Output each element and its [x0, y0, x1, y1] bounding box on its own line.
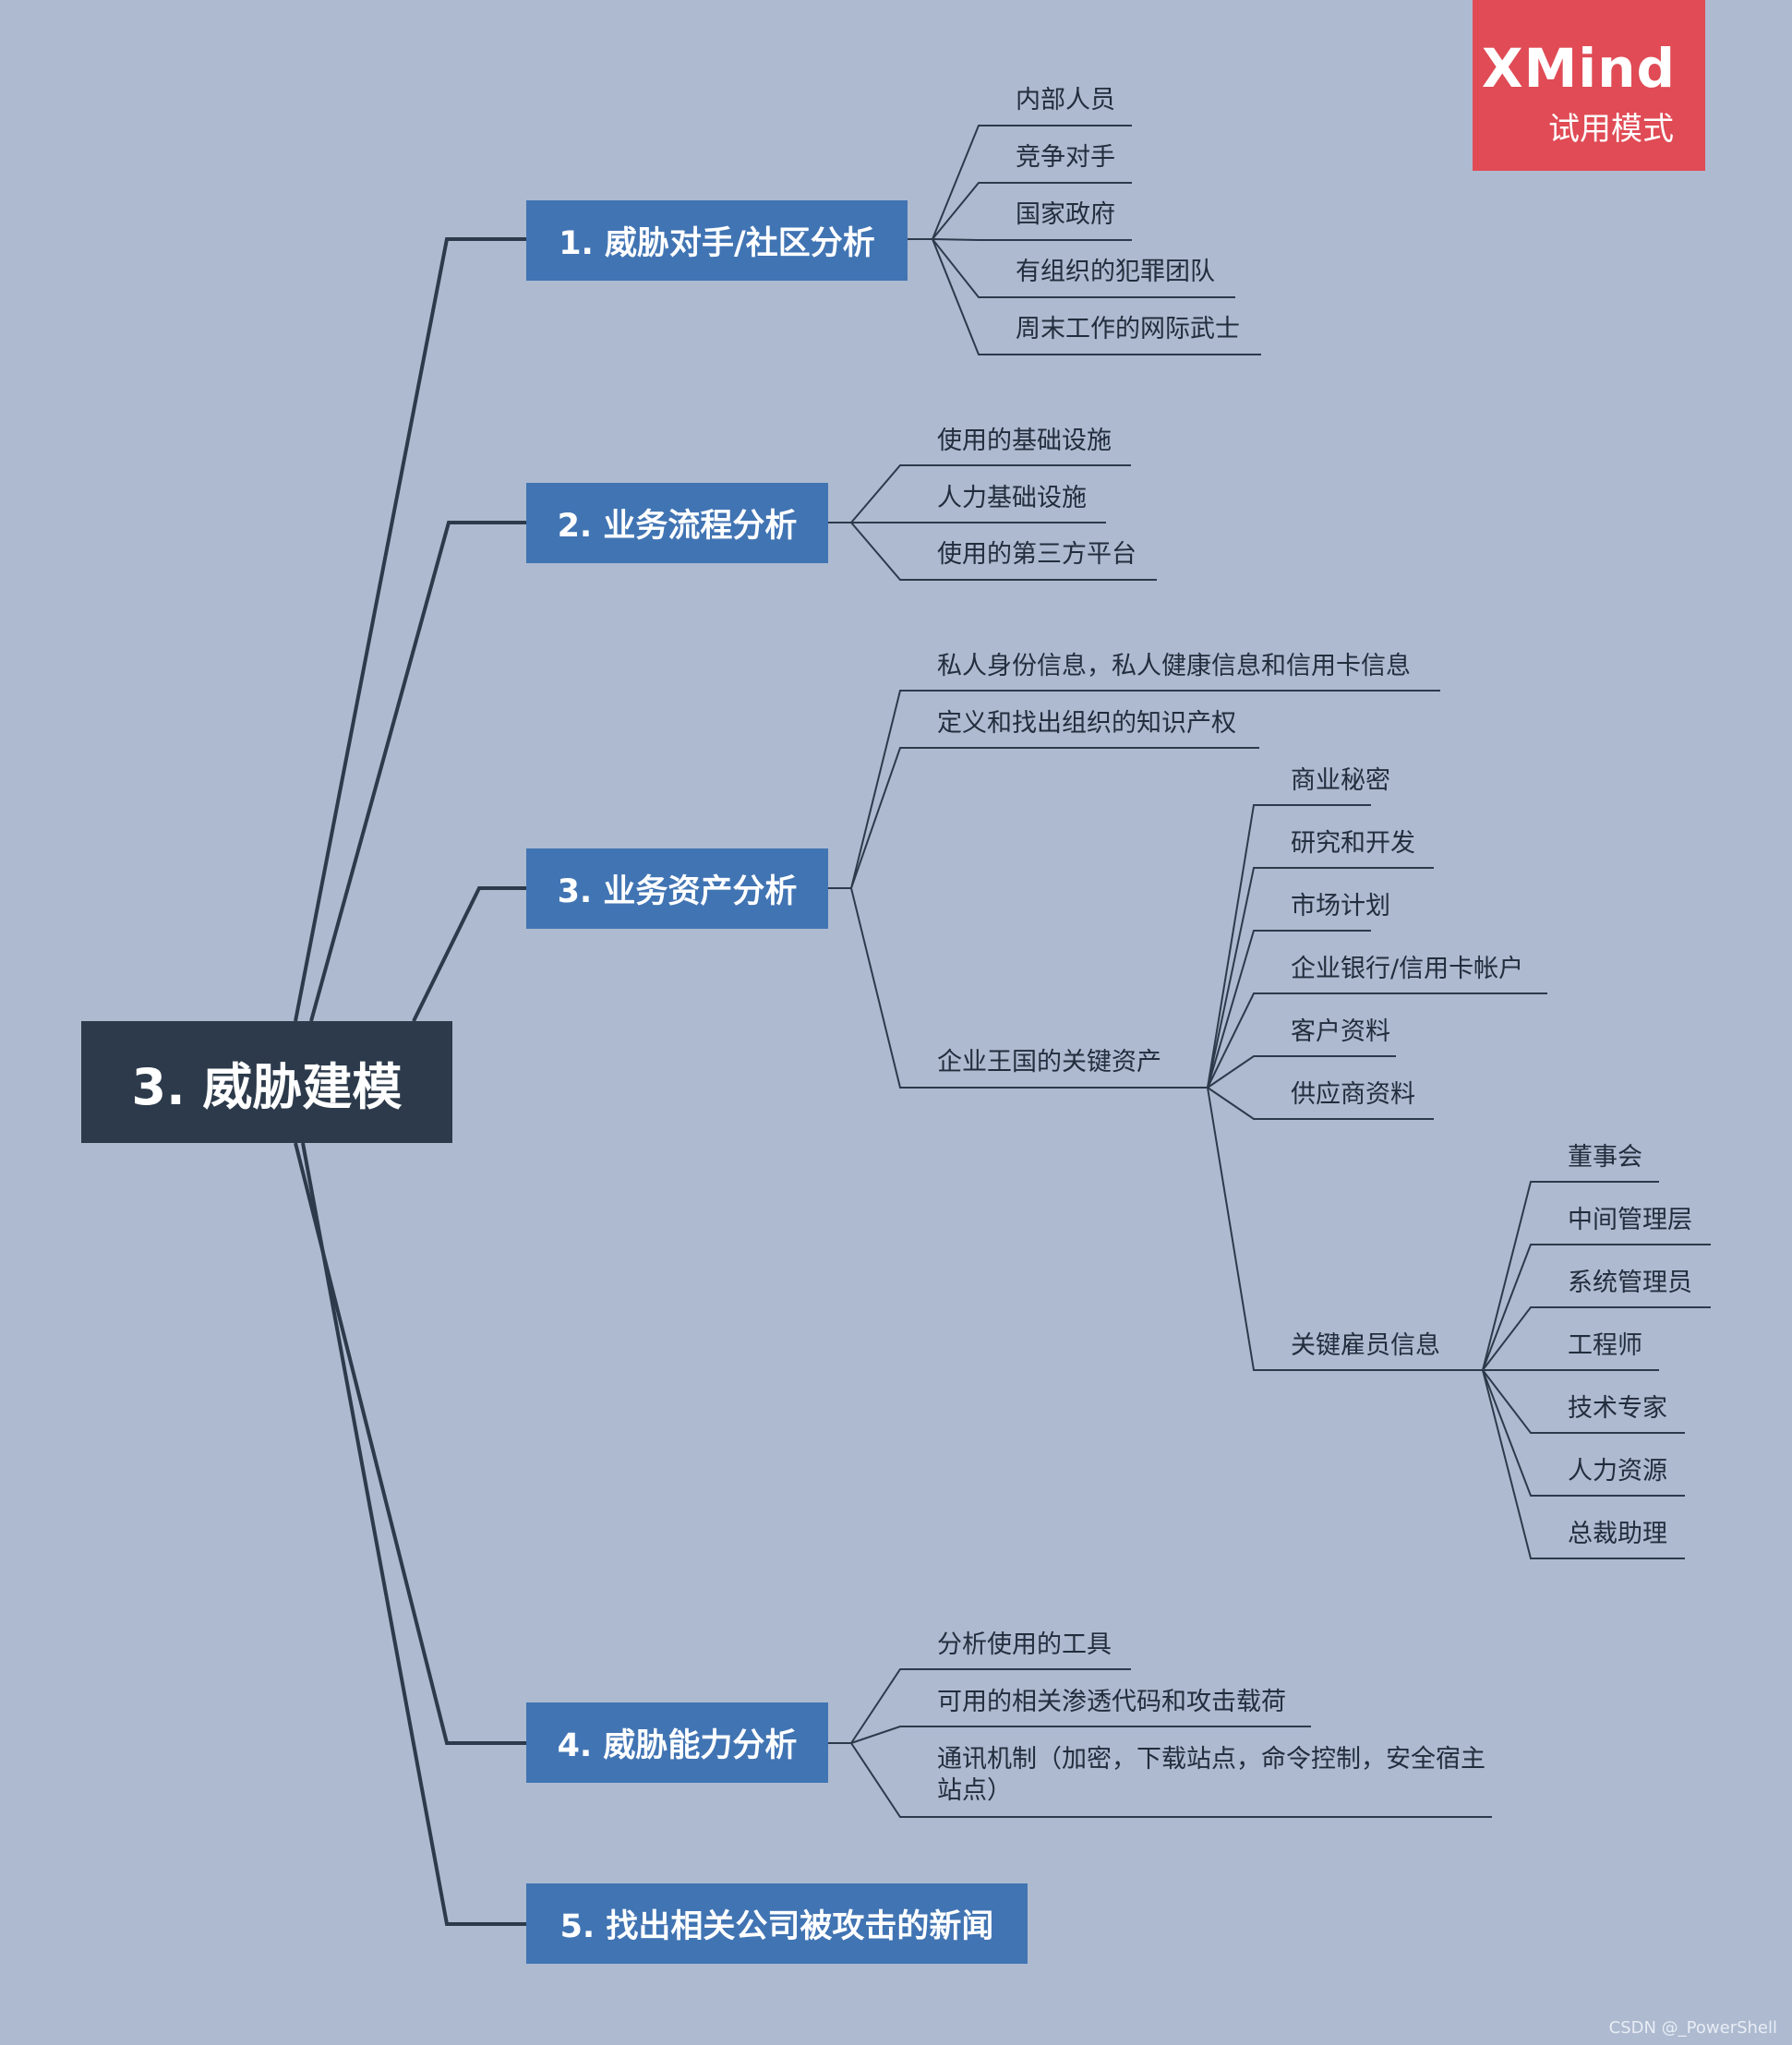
leaf-middle-management[interactable]: 中间管理层	[1568, 1206, 1692, 1234]
xmind-trial-watermark: XMind 试用模式	[1473, 0, 1705, 171]
connector-line	[932, 182, 1132, 240]
connector-line	[932, 238, 1132, 241]
leaf-crown-jewels[interactable]: 企业王国的关键资产	[937, 1048, 1161, 1077]
leaf-human-infrastructure[interactable]: 人力基础设施	[937, 484, 1087, 512]
root-topic[interactable]: 3. 威胁建模	[81, 1021, 452, 1143]
connector-line	[294, 1142, 526, 1745]
leaf-human-resources[interactable]: 人力资源	[1568, 1457, 1667, 1486]
leaf-third-party-platforms[interactable]: 使用的第三方平台	[937, 540, 1137, 569]
branch-business-asset-analysis[interactable]: 3. 业务资产分析	[526, 848, 828, 929]
leaf-research-development[interactable]: 研究和开发	[1291, 829, 1415, 858]
connector-line	[1482, 1244, 1711, 1371]
branch-threat-capability-analysis[interactable]: 4. 威胁能力分析	[526, 1702, 828, 1783]
leaf-nation-state[interactable]: 国家政府	[1016, 200, 1115, 229]
leaf-competitor[interactable]: 竞争对手	[1016, 143, 1115, 172]
branch-threat-actor-analysis[interactable]: 1. 威胁对手/社区分析	[526, 200, 908, 281]
watermark-mode: 试用模式	[1548, 111, 1674, 148]
connector-line	[850, 690, 1440, 889]
connector-line	[932, 238, 1235, 298]
source-credit: CSDN @_PowerShell	[1608, 2018, 1777, 2038]
connector-line	[1482, 1181, 1659, 1371]
leaf-tools-used[interactable]: 分析使用的工具	[937, 1630, 1112, 1659]
connector-line	[850, 522, 1157, 581]
connector-line	[1482, 1369, 1685, 1497]
connector-line	[932, 238, 1261, 355]
leaf-engineers[interactable]: 工程师	[1568, 1331, 1642, 1360]
connector-line	[850, 887, 1208, 1089]
connector-line	[1482, 1369, 1685, 1434]
connector-line	[932, 125, 1132, 240]
leaf-customer-data[interactable]: 客户资料	[1291, 1017, 1390, 1046]
connector-line	[1207, 867, 1434, 1089]
leaf-trade-secrets[interactable]: 商业秘密	[1291, 766, 1390, 795]
connector-line	[850, 1726, 1311, 1744]
connector-line	[301, 1142, 526, 1926]
leaf-tech-experts[interactable]: 技术专家	[1568, 1394, 1667, 1423]
connector-line	[1207, 1087, 1434, 1120]
connector-line	[1207, 804, 1371, 1089]
leaf-bank-card-accounts[interactable]: 企业银行/信用卡帐户	[1291, 955, 1524, 983]
leaf-board[interactable]: 董事会	[1568, 1143, 1642, 1172]
leaf-exploit-payloads[interactable]: 可用的相关渗透代码和攻击载荷	[937, 1688, 1286, 1716]
leaf-infrastructure-used[interactable]: 使用的基础设施	[937, 427, 1112, 455]
connector-line	[850, 464, 1131, 523]
leaf-intellectual-property[interactable]: 定义和找出组织的知识产权	[937, 709, 1236, 738]
branch-attack-news[interactable]: 5. 找出相关公司被攻击的新闻	[526, 1883, 1028, 1964]
connector-line	[294, 237, 526, 1022]
connector-line	[412, 886, 526, 1022]
watermark-brand: XMind	[1481, 37, 1676, 100]
connector-line	[850, 747, 1259, 889]
connector-line	[1482, 1369, 1685, 1559]
connector-line	[309, 521, 526, 1022]
leaf-organized-crime[interactable]: 有组织的犯罪团队	[1016, 258, 1215, 286]
connector-line	[1207, 1087, 1483, 1371]
leaf-supplier-data[interactable]: 供应商资料	[1291, 1080, 1415, 1109]
connector-line	[1207, 930, 1371, 1089]
leaf-market-plans[interactable]: 市场计划	[1291, 892, 1390, 920]
leaf-communication-mechanisms[interactable]: 通讯机制（加密，下载站点，命令控制，安全宿主站点）	[937, 1745, 1485, 1805]
leaf-key-employee-info[interactable]: 关键雇员信息	[1291, 1331, 1440, 1360]
leaf-weekend-hackers[interactable]: 周末工作的网际武士	[1016, 315, 1240, 343]
branch-business-process-analysis[interactable]: 2. 业务流程分析	[526, 483, 828, 563]
connector-line	[1207, 1055, 1396, 1089]
leaf-sysadmins[interactable]: 系统管理员	[1568, 1269, 1692, 1297]
connector-line	[850, 1668, 1131, 1744]
leaf-pii-phi-card-info[interactable]: 私人身份信息，私人健康信息和信用卡信息	[937, 652, 1411, 680]
connector-line	[1482, 1306, 1711, 1371]
connector-line	[850, 1742, 1492, 1818]
connector-line	[1207, 992, 1547, 1089]
leaf-executive-assistants[interactable]: 总裁助理	[1568, 1520, 1667, 1548]
leaf-insider[interactable]: 内部人员	[1016, 86, 1115, 114]
